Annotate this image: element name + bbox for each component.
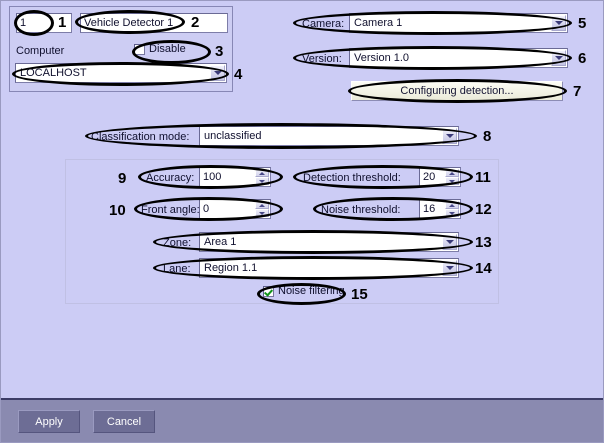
disable-checkbox-label: Disable [149,43,186,55]
classification-mode-value: unclassified [204,130,262,142]
noise-threshold-spin-down[interactable] [445,209,459,217]
disable-checkbox[interactable]: Disable [134,43,186,55]
annotation-number-10: 10 [109,202,126,219]
detection-threshold-stepper[interactable]: 20 [419,167,461,187]
apply-button[interactable]: Apply [18,410,80,433]
annotation-number-8: 8 [483,128,492,145]
computer-combo-value: LOCALHOST [20,67,87,79]
front-angle-label: Front angle: [141,204,200,216]
lane-combo-value: Region 1.1 [204,262,258,274]
camera-combo[interactable]: Camera 1 [349,13,568,33]
accuracy-spin-buttons[interactable] [255,169,269,185]
accuracy-stepper[interactable]: 100 [199,167,271,187]
noise-filtering-checkbox-box[interactable] [263,285,274,297]
annotation-number-9: 9 [118,170,127,187]
accuracy-value: 100 [203,171,222,183]
front-angle-stepper[interactable]: 0 [199,199,271,219]
annotation-number-11: 11 [475,169,491,186]
accuracy-spin-up[interactable] [255,169,269,177]
detection-threshold-value: 20 [423,171,436,183]
noise-filtering-checkbox-label: Noise filtering [278,285,345,297]
configuring-detection-button[interactable]: Configuring detection... [351,81,563,101]
annotation-number-4: 4 [234,66,243,83]
annotation-number-7: 7 [573,83,582,100]
chevron-down-icon[interactable] [442,260,457,276]
dialog-footer: Apply Cancel [1,398,603,442]
noise-threshold-value: 16 [423,203,436,215]
detection-threshold-label: Detection threshold: [303,172,401,184]
version-combo-value: Version 1.0 [354,52,410,64]
annotation-number-2: 2 [191,14,200,31]
computer-label: Computer [16,45,65,57]
noise-threshold-stepper[interactable]: 16 [419,199,461,219]
detection-threshold-spin-buttons[interactable] [445,169,459,185]
chevron-down-icon[interactable] [551,15,566,31]
front-angle-value: 0 [203,203,210,215]
annotation-number-1: 1 [58,14,67,31]
annotation-number-12: 12 [475,201,492,218]
lane-combo[interactable]: Region 1.1 [199,258,459,278]
noise-filtering-checkbox[interactable]: Noise filtering [263,285,345,297]
zone-label: Zone: [163,237,192,249]
chevron-down-icon[interactable] [442,128,457,144]
lane-label: Lane: [163,263,191,275]
annotation-number-6: 6 [578,50,587,67]
annotation-number-13: 13 [475,234,492,251]
accuracy-label: Accuracy: [146,172,195,184]
disable-checkbox-box[interactable] [134,43,145,55]
classification-mode-combo[interactable]: unclassified [199,126,459,146]
chevron-down-icon[interactable] [210,65,225,81]
front-angle-spin-up[interactable] [255,201,269,209]
zone-combo-value: Area 1 [204,236,237,248]
detector-name-field[interactable]: Vehicle Detector 1 [80,13,228,33]
camera-label: Camera: [302,18,345,30]
cancel-button[interactable]: Cancel [93,410,155,433]
noise-threshold-label: Noise threshold: [321,204,401,216]
version-label: Version: [302,53,342,65]
classification-mode-label: Classification mode: [91,131,190,143]
detection-threshold-spin-down[interactable] [445,177,459,185]
noise-threshold-spin-buttons[interactable] [445,201,459,217]
noise-threshold-spin-up[interactable] [445,201,459,209]
version-combo[interactable]: Version 1.0 [349,48,568,68]
detector-id-field[interactable]: 1 [16,13,72,33]
camera-combo-value: Camera 1 [354,17,403,29]
computer-combo[interactable]: LOCALHOST [15,63,227,83]
annotation-number-5: 5 [578,15,587,32]
zone-combo[interactable]: Area 1 [199,232,459,252]
front-angle-spin-down[interactable] [255,209,269,217]
detection-threshold-spin-up[interactable] [445,169,459,177]
front-angle-spin-buttons[interactable] [255,201,269,217]
accuracy-spin-down[interactable] [255,177,269,185]
chevron-down-icon[interactable] [442,234,457,250]
chevron-down-icon[interactable] [551,50,566,66]
annotation-number-15: 15 [351,286,368,303]
annotation-number-3: 3 [215,43,224,60]
annotation-number-14: 14 [475,260,492,277]
